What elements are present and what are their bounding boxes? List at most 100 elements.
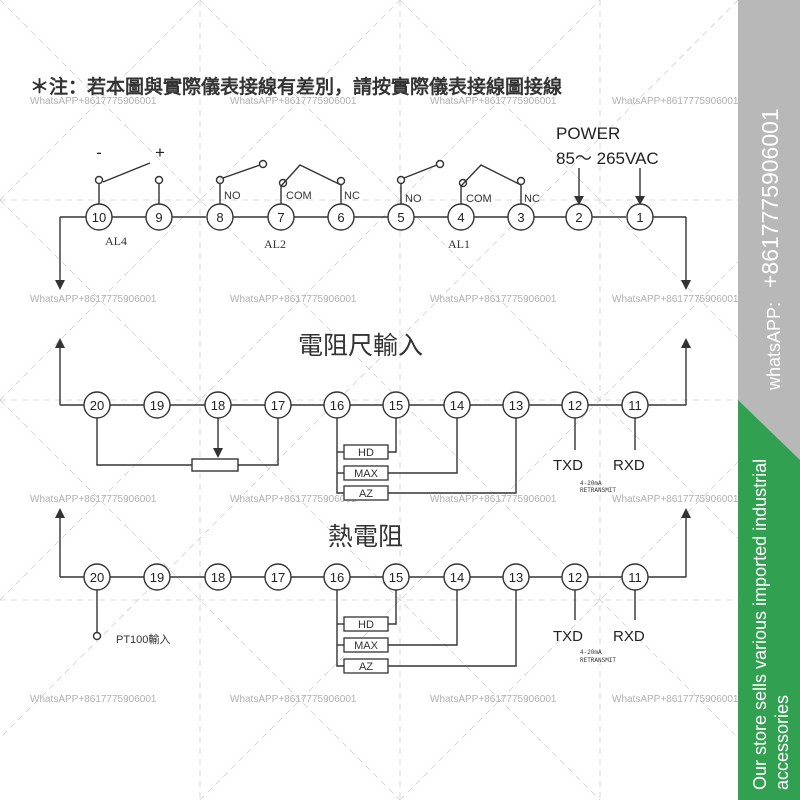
retransmit-label: RETRANSMIT <box>580 657 616 664</box>
svg-text:17: 17 <box>271 398 285 413</box>
svg-text:13: 13 <box>509 570 523 585</box>
terminal: 1 <box>626 203 654 231</box>
pt100-label: PT100輸入 <box>116 632 170 646</box>
svg-text:19: 19 <box>150 398 164 413</box>
sidebar-phone: +8617775906001 <box>757 108 783 288</box>
watermark: WhatsAPP+8617775906001 <box>430 494 557 505</box>
al1-label: AL1 <box>448 237 470 251</box>
max-box <box>343 465 389 481</box>
terminal: 10 <box>85 203 113 231</box>
sidebar-green-panel <box>738 400 800 800</box>
svg-text:13: 13 <box>509 398 523 413</box>
terminal: 18 <box>204 563 232 591</box>
watermark: WhatsAPP+8617775906001 <box>612 494 739 505</box>
watermark: WhatsAPP+8617775906001 <box>612 294 739 305</box>
watermark: WhatsAPP+8617775906001 <box>230 694 357 705</box>
svg-text:6: 6 <box>337 210 344 225</box>
terminal: 16 <box>323 391 351 419</box>
az-label: AZ <box>359 661 373 673</box>
watermarks: WhatsAPP+8617775906001 WhatsAPP+86177759… <box>30 96 739 705</box>
terminal: 2 <box>565 203 593 231</box>
top-wiring <box>55 159 691 290</box>
terminal: 7 <box>267 203 295 231</box>
svg-text:8: 8 <box>216 210 223 225</box>
rxd-label: RXD <box>613 628 645 645</box>
terminal: 15 <box>382 563 410 591</box>
thermal-resistor-input-boxes: HD MAX AZ <box>343 616 389 674</box>
svg-text:20: 20 <box>90 570 104 585</box>
svg-text:16: 16 <box>330 570 344 585</box>
terminal: 20 <box>83 563 111 591</box>
terminal: 13 <box>502 563 530 591</box>
al2-nc-label: NC <box>344 190 360 202</box>
terminal: 5 <box>387 203 415 231</box>
thermal-resistor-terminals: 20 19 18 17 16 15 14 13 12 11 <box>83 563 649 591</box>
svg-text:15: 15 <box>389 570 403 585</box>
svg-text:12: 12 <box>568 570 582 585</box>
svg-text:18: 18 <box>211 398 225 413</box>
watermark: WhatsAPP+8617775906001 <box>30 294 157 305</box>
rxd-label: RXD <box>613 457 645 474</box>
hd-box <box>343 444 389 460</box>
watermark: WhatsAPP+8617775906001 <box>30 96 157 107</box>
al1-nc-label: NC <box>524 193 540 205</box>
svg-text:7: 7 <box>277 210 284 225</box>
svg-text:14: 14 <box>450 570 464 585</box>
resistance-ruler-terminals: 20 19 18 17 16 15 14 13 12 11 <box>83 391 649 419</box>
al4-label: AL4 <box>105 234 127 248</box>
watermark: WhatsAPP+8617775906001 <box>230 494 357 505</box>
retransmit-range: 4-20mA <box>580 480 602 487</box>
terminal: 19 <box>143 391 171 419</box>
max-label: MAX <box>354 468 379 480</box>
watermark: WhatsAPP+8617775906001 <box>30 694 157 705</box>
al2-no-label: NO <box>224 190 241 202</box>
sidebar-store-line1: Our store sells various imported industr… <box>750 459 770 790</box>
terminal: 12 <box>561 391 589 419</box>
svg-text:12: 12 <box>568 398 582 413</box>
svg-text:9: 9 <box>155 210 162 225</box>
retransmit-range: 4-20mA <box>580 649 602 656</box>
az-label: AZ <box>359 488 373 500</box>
sidebar-whatsapp-label: whatsAPP: <box>764 302 784 391</box>
resistance-ruler-input-boxes: HD MAX AZ <box>343 444 389 501</box>
svg-text:10: 10 <box>92 210 106 225</box>
terminal: 11 <box>621 563 649 591</box>
terminal: 9 <box>145 203 173 231</box>
section-title-resistance-ruler: 電阻尺輸入 <box>298 331 423 360</box>
az-box <box>343 658 389 674</box>
al4-plus-label: + <box>155 143 165 162</box>
max-label: MAX <box>354 640 379 652</box>
terminal: 14 <box>443 391 471 419</box>
hd-box <box>343 616 389 632</box>
watermark: WhatsAPP+8617775906001 <box>612 96 739 107</box>
watermark: WhatsAPP+8617775906001 <box>230 96 357 107</box>
terminal: 18 <box>204 391 232 419</box>
terminal: 19 <box>143 563 171 591</box>
note-text: ＊注：若本圖與實際儀表接線有差別，請按實際儀表接線圖接線 <box>30 75 562 98</box>
terminal: 6 <box>327 203 355 231</box>
terminal: 14 <box>443 563 471 591</box>
svg-text:15: 15 <box>389 398 403 413</box>
terminal: 20 <box>83 391 111 419</box>
watermark: WhatsAPP+8617775906001 <box>430 694 557 705</box>
top-terminals: 10 9 8 7 6 5 4 3 <box>85 203 654 231</box>
svg-text:18: 18 <box>211 570 225 585</box>
svg-text:1: 1 <box>636 210 643 225</box>
sidebar-banner: +8617775906001 whatsAPP: Our store sells… <box>738 0 800 800</box>
al4-minus-label: - <box>96 143 102 162</box>
terminal: 15 <box>382 391 410 419</box>
txd-label: TXD <box>553 628 583 645</box>
svg-text:19: 19 <box>150 570 164 585</box>
svg-text:17: 17 <box>271 570 285 585</box>
svg-text:2: 2 <box>575 210 582 225</box>
section-title-thermal-resistor: 熱電阻 <box>328 522 403 551</box>
power-label: POWER <box>556 124 620 143</box>
svg-text:3: 3 <box>517 210 524 225</box>
watermark: WhatsAPP+8617775906001 <box>30 494 157 505</box>
txd-label: TXD <box>553 457 583 474</box>
svg-text:4: 4 <box>457 210 464 225</box>
al1-com-label: COM <box>466 193 492 205</box>
watermark: WhatsAPP+8617775906001 <box>430 294 557 305</box>
terminal: 8 <box>206 203 234 231</box>
svg-text:14: 14 <box>450 398 464 413</box>
